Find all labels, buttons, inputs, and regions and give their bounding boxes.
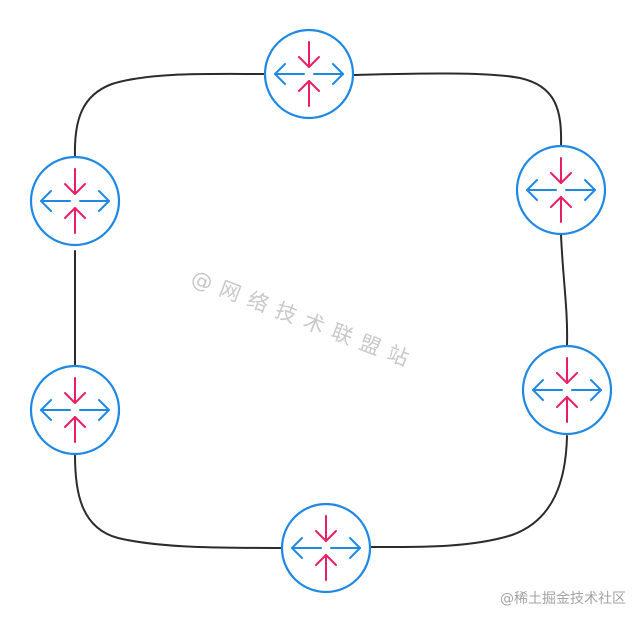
link-right-lower-to-bottom [369, 435, 568, 549]
router-top [263, 28, 355, 120]
router-icon [280, 502, 372, 594]
link-bottom-to-left-lower [74, 454, 283, 549]
link-left-upper-to-top [73, 72, 266, 158]
router-icon [521, 344, 613, 436]
link-top-to-right-upper [353, 72, 563, 147]
link-right-upper-to-right-lower [560, 234, 569, 346]
router-left-lower [29, 364, 121, 456]
router-icon [29, 155, 121, 247]
router-icon [515, 144, 607, 236]
watermark-corner-text: @稀土掘金技术社区 [500, 591, 626, 607]
router-bottom [280, 502, 372, 594]
router-icon [29, 364, 121, 456]
router-right-upper [515, 144, 607, 236]
router-right-lower [521, 344, 613, 436]
router-left-upper [29, 155, 121, 247]
ring-links [73, 72, 569, 549]
router-icon [263, 28, 355, 120]
